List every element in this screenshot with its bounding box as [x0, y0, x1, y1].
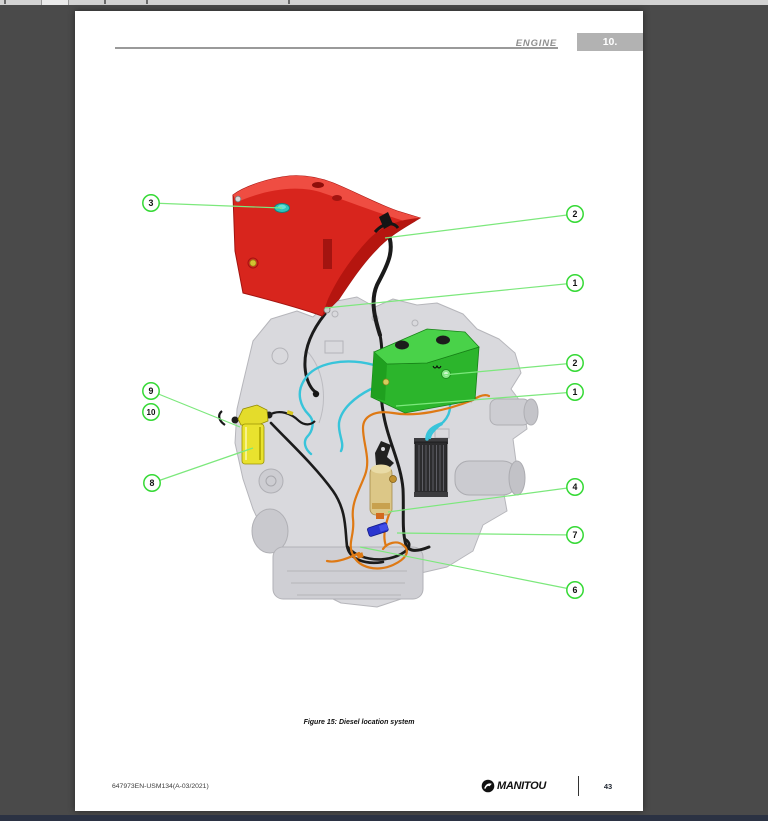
figure-caption: Figure 15: Diesel location system	[303, 719, 415, 726]
callout-number-1: 1	[573, 278, 578, 288]
footer-separator	[578, 776, 580, 796]
callout-number-3: 3	[149, 198, 154, 208]
cooler-radiator	[414, 422, 448, 497]
orange-connector	[356, 552, 364, 559]
callout-circle-4	[566, 478, 584, 496]
page-number: 43	[603, 782, 613, 791]
fuel-pump	[369, 441, 397, 519]
callout-number-8: 8	[150, 478, 155, 488]
tank-cap-black	[436, 335, 450, 345]
fuel-filter	[218, 404, 316, 465]
callout-number-7: 7	[573, 530, 578, 540]
callout-leader-7	[396, 532, 576, 536]
coolant-tubes-cyan	[298, 360, 452, 456]
callout-circle-6	[566, 581, 584, 599]
callout-circle-7	[566, 526, 584, 544]
callout-circle-8	[143, 474, 161, 492]
tank-strap	[379, 212, 393, 229]
callout-circle-1	[566, 274, 584, 292]
fuel-hoses-black	[269, 229, 431, 565]
engine-block	[234, 296, 539, 608]
callout-leader-2	[442, 362, 576, 376]
callout-leader-3	[150, 202, 283, 209]
document-number: 647973EN-USM134(A-03/2021)	[112, 783, 209, 790]
callout-number-6: 6	[573, 585, 578, 595]
header-rule	[115, 47, 558, 49]
tank-fitting	[441, 369, 451, 379]
manitou-logo-icon	[481, 779, 495, 792]
engine-diagram: 3 2 1 2 1 9 10 8 4 7 6	[142, 175, 584, 608]
callout-number-9: 9	[149, 386, 154, 396]
brand-name: MANITOU	[497, 779, 547, 792]
toolbar-mark	[146, 0, 148, 4]
page-section-title: ENGINE	[515, 38, 557, 49]
pdf-page: ENGINE 10.	[75, 11, 643, 811]
chapter-number-badge: 10.	[577, 33, 643, 51]
callout-circle-10	[142, 403, 160, 421]
fuel-tank	[232, 175, 422, 317]
tank-cap-teal	[274, 203, 290, 213]
callout-circle-1	[566, 383, 584, 401]
callout-number-2: 2	[573, 358, 578, 368]
callouts-layer: 3 2 1 2 1 9 10 8 4 7 6	[142, 194, 584, 599]
callout-leader-4	[387, 486, 576, 513]
pump-bracket	[375, 441, 394, 471]
callout-number-4: 4	[573, 482, 578, 492]
toolbar-mark	[4, 0, 6, 4]
callout-leader-1	[324, 282, 576, 309]
browser-toolbar-fragment	[0, 0, 768, 5]
callout-number-1: 1	[573, 387, 578, 397]
tank-cap-black	[395, 340, 409, 350]
callout-circle-9	[142, 382, 160, 400]
taskbar-fragment	[0, 815, 768, 821]
toolbar-mark	[104, 0, 106, 4]
reservoir-tank	[370, 328, 480, 414]
callout-leader-6	[359, 546, 576, 591]
callout-circle-2	[566, 354, 584, 372]
toolbar-button-fragment[interactable]	[41, 0, 69, 5]
callout-leader-1	[395, 391, 576, 407]
callout-leader-8	[151, 447, 254, 484]
callout-leader-9	[150, 390, 241, 428]
toolbar-mark	[288, 0, 290, 4]
callout-number-10: 10	[147, 408, 156, 417]
brand-logo: MANITOU	[481, 778, 546, 793]
coolant-elbow	[425, 422, 443, 441]
callout-number-2: 2	[573, 209, 578, 219]
callout-circle-3	[142, 194, 160, 212]
wiring-harness-orange	[325, 394, 491, 570]
callout-leader-2	[384, 213, 576, 239]
callout-circle-2	[566, 205, 584, 223]
hose-end-connector	[312, 390, 320, 398]
blue-connector	[367, 522, 389, 537]
